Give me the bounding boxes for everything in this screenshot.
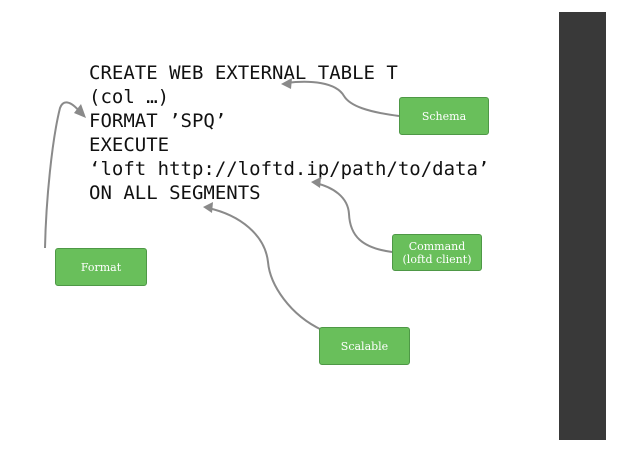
- scalable-callout: Scalable: [319, 327, 410, 365]
- code-line-segments: ON ALL SEGMENTS: [89, 182, 261, 204]
- code-line-columns: (col …): [89, 86, 170, 108]
- command-callout: Command (loftd client): [392, 234, 482, 271]
- code-line-execute: EXECUTE: [89, 134, 170, 156]
- schema-callout-label: Schema: [421, 109, 467, 123]
- scalable-arrow: [207, 207, 323, 331]
- command-callout-label: Command (loftd client): [402, 239, 472, 266]
- scalable-callout-label: Scalable: [340, 339, 389, 353]
- format-arrowhead: [74, 104, 86, 118]
- sql-code-block: CREATE WEB EXTERNAL TABLE T (col …) FORM…: [89, 61, 489, 205]
- code-line-create: CREATE WEB EXTERNAL TABLE T: [89, 62, 398, 84]
- format-callout: Format: [55, 248, 147, 286]
- schema-callout: Schema: [399, 97, 489, 135]
- dark-side-bar: [559, 12, 606, 440]
- code-line-format: FORMAT ’SPQ’: [89, 110, 227, 132]
- format-arrow: [44, 101, 81, 249]
- code-line-loft-url: ‘loft http://loftd.ip/path/to/data’: [89, 158, 490, 180]
- format-callout-label: Format: [80, 260, 122, 274]
